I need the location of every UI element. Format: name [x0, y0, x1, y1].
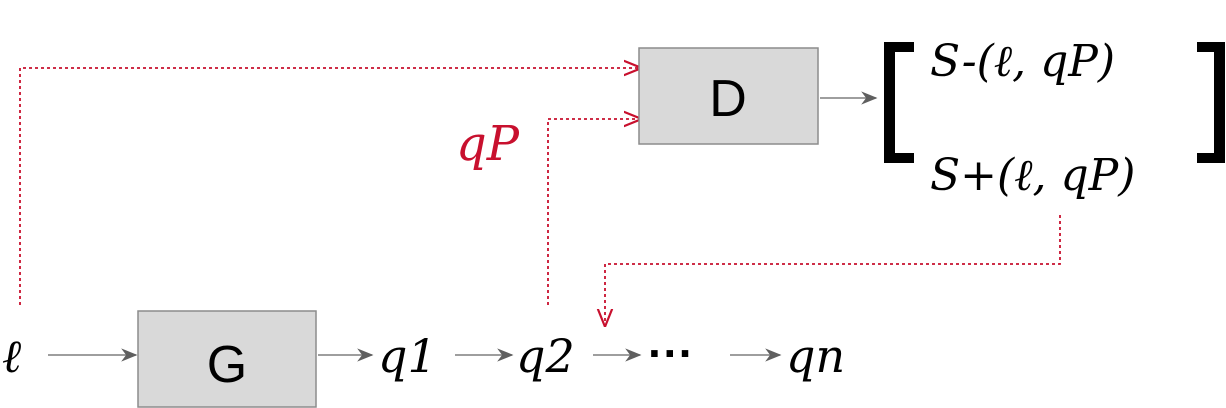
right-bracket [1197, 42, 1225, 163]
generator-label: G [207, 336, 247, 394]
feedback-path-output-to-sequence [605, 215, 1061, 325]
sequence-qn: qn [786, 329, 845, 383]
feedback-label: qP [456, 116, 520, 172]
sequence-q1: q1 [378, 329, 437, 383]
discriminator-label: D [709, 70, 747, 128]
output-s-plus: S+(ℓ, qP) [930, 150, 1135, 201]
output-s-minus: S-(ℓ, qP) [930, 36, 1115, 87]
feedback-path-q2-to-d [547, 119, 640, 305]
generator-box [137, 310, 317, 408]
sequence-q2: q2 [516, 329, 575, 383]
feedback-path-input-to-d [19, 68, 640, 305]
left-bracket [884, 42, 914, 163]
sequence-ellipsis: ··· [648, 327, 694, 379]
input-symbol: ℓ [2, 329, 22, 383]
discriminator-box [638, 47, 819, 145]
